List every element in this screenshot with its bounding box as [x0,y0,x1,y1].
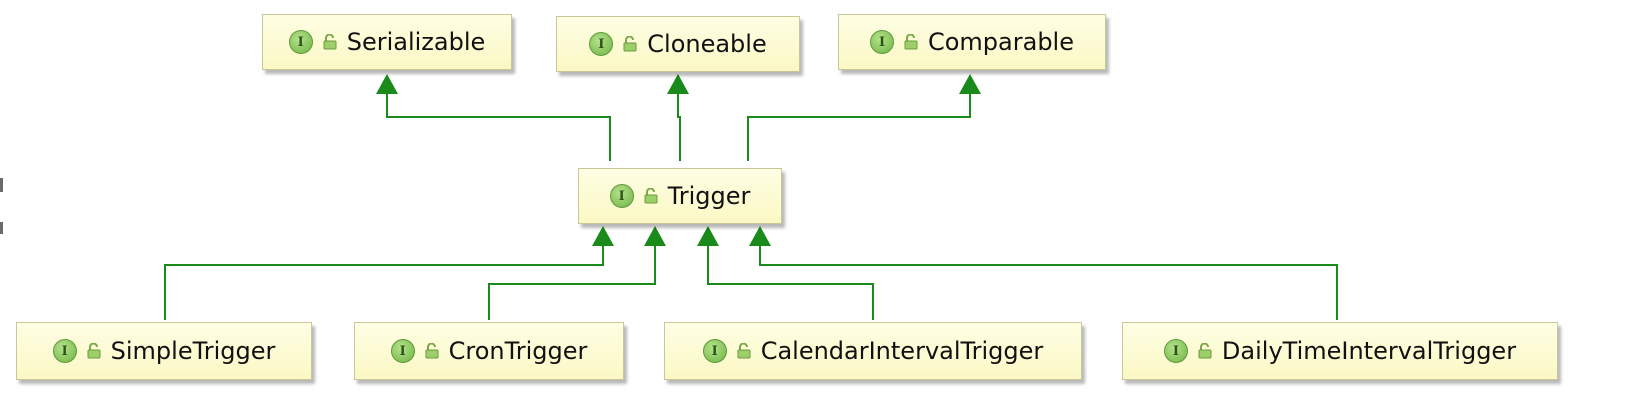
unlocked-icon [737,343,751,359]
interface-icon: I [869,30,894,54]
arrowhead-simpletrigger [592,226,614,246]
unlocked-icon [644,188,658,204]
node-comparable[interactable]: I Comparable [838,14,1106,70]
node-serializable[interactable]: I Serializable [262,14,512,70]
unlocked-icon [425,343,439,359]
unlocked-icon [87,343,101,359]
interface-icon: I [589,32,614,56]
arrowhead-comparable [959,74,981,94]
unlocked-icon [323,34,337,50]
node-calendarintervaltrigger[interactable]: I CalendarIntervalTrigger [664,322,1082,380]
interface-icon: I [52,339,77,363]
node-label: Serializable [346,28,486,56]
left-edge-mark [0,222,3,234]
arrowhead-crontrigger [644,226,666,246]
edge-trigger-to-comparable [747,90,971,161]
interface-icon: I [1163,339,1188,363]
node-label: Comparable [927,28,1074,56]
node-trigger[interactable]: I Trigger [578,168,782,224]
node-dailytimeintervaltrigger[interactable]: I DailyTimeIntervalTrigger [1122,322,1558,380]
node-label: Trigger [667,182,751,210]
interface-icon: I [702,339,727,363]
node-simpletrigger[interactable]: I SimpleTrigger [16,322,312,380]
node-label: CalendarIntervalTrigger [760,337,1044,365]
interface-icon: I [609,184,634,208]
edge-calendarintervaltrigger-to-trigger [707,242,874,320]
node-cloneable[interactable]: I Cloneable [556,16,800,72]
left-edge-mark [0,178,3,192]
node-label: CronTrigger [448,337,588,365]
interface-icon: I [390,339,415,363]
arrowhead-cloneable [667,74,689,94]
edge-trigger-to-cloneable [677,90,681,161]
edge-trigger-to-serializable [386,90,611,161]
unlocked-icon [623,36,637,52]
edge-crontrigger-to-trigger [488,242,656,320]
edge-dailytimeintervaltrigger-to-trigger [759,242,1338,320]
node-label: DailyTimeIntervalTrigger [1221,337,1517,365]
unlocked-icon [904,34,918,50]
arrowhead-serializable [376,74,398,94]
arrowhead-calendarintervaltrigger [697,226,719,246]
arrowhead-dailytimeintervaltrigger [749,226,771,246]
node-crontrigger[interactable]: I CronTrigger [354,322,624,380]
node-label: Cloneable [647,30,767,58]
unlocked-icon [1198,343,1212,359]
node-label: SimpleTrigger [110,337,276,365]
edge-simpletrigger-to-trigger [164,242,604,320]
interface-icon: I [288,30,313,54]
